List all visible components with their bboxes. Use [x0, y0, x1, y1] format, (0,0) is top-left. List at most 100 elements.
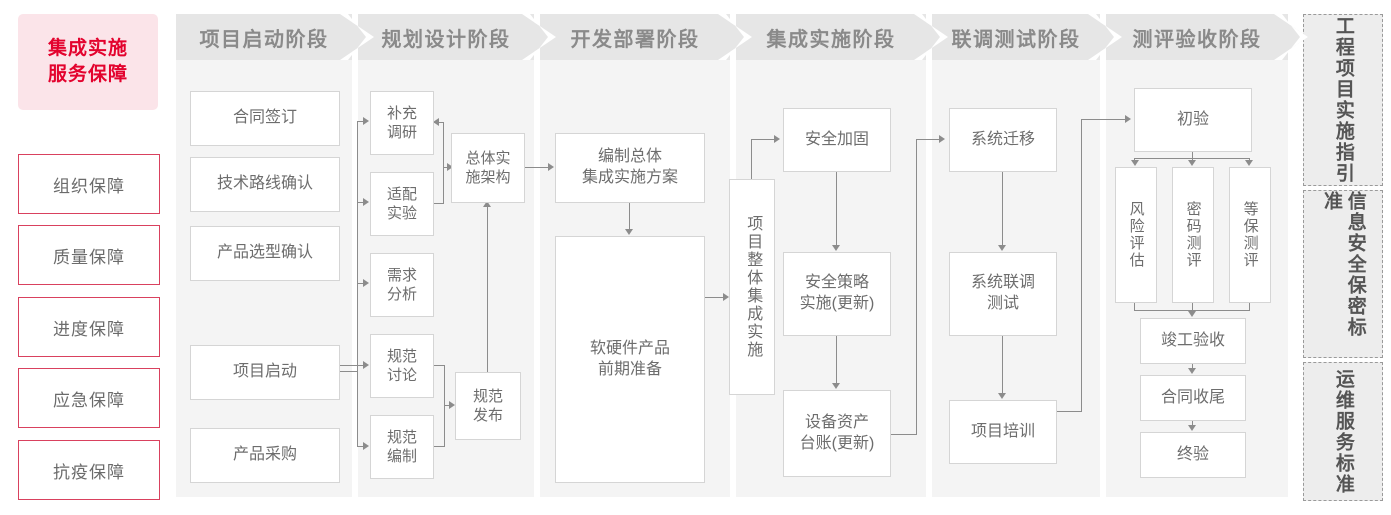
arrow-to-survey: [363, 117, 369, 125]
node-project-training[interactable]: 项目培训: [949, 400, 1057, 464]
arrow-to-survey-back: [433, 118, 439, 126]
connector-harden-to-policy: [836, 170, 837, 246]
arrow-to-completion-acceptance: [1188, 311, 1196, 317]
node-security-policy-impl[interactable]: 安全策略 实施(更新): [783, 252, 891, 336]
node-mlps-evaluation[interactable]: 等保测评: [1229, 167, 1271, 303]
node-project-kickoff[interactable]: 项目启动: [190, 345, 340, 400]
node-overall-architecture[interactable]: 总体实 施架构: [451, 133, 525, 203]
connector-prep-to-overall: [703, 297, 725, 298]
guarantee-item-organization[interactable]: 组织保障: [18, 154, 160, 214]
arrow-to-system-migration: [939, 135, 945, 143]
node-system-joint-test[interactable]: 系统联调 测试: [949, 252, 1057, 336]
node-spec-publication-line1: 规范: [472, 387, 503, 405]
connector-training-right: [1055, 411, 1082, 412]
node-overall-project-integration[interactable]: 项目整体集成实施: [729, 179, 775, 395]
node-hw-sw-preparation-line2: 前期准备: [597, 360, 662, 378]
node-overall-architecture-line2: 施架构: [465, 169, 511, 186]
standard-infosec-confidentiality[interactable]: 信息安全保密标准: [1303, 190, 1383, 358]
arrow-to-adapt: [363, 198, 369, 206]
node-crypto-evaluation[interactable]: 密码测评: [1172, 167, 1214, 303]
connector-completion-to-closure: [1192, 362, 1193, 368]
arrow-to-specdisc: [363, 361, 369, 369]
node-asset-ledger-line2: 台账(更新): [799, 434, 875, 452]
phase-header-5: 联调测试阶段: [932, 14, 1100, 60]
arrow-to-specdraft: [363, 442, 369, 450]
connector-specpub-up: [487, 207, 488, 373]
connector-branch-specdisc: [338, 365, 364, 366]
node-product-selection[interactable]: 产品选型确认: [190, 226, 340, 281]
connector-asset-to-migration: [916, 139, 940, 140]
connector-overall-right: [751, 139, 775, 140]
node-system-joint-test-line1: 系统联调: [970, 274, 1035, 292]
node-product-purchase[interactable]: 产品采购: [190, 428, 340, 483]
arrow-to-mlps-evaluation: [1245, 160, 1253, 166]
connector-asset-up: [916, 139, 917, 435]
node-overall-integration-plan-line2: 集成实施方案: [581, 169, 678, 186]
guarantee-item-quality[interactable]: 质量保障: [18, 225, 160, 285]
connector-policy-to-asset: [836, 334, 837, 384]
node-security-policy-impl-line1: 安全策略: [804, 274, 869, 292]
connector-kickoff-out: [338, 371, 358, 372]
arrow-to-initial-acceptance: [1125, 115, 1131, 123]
node-final-acceptance[interactable]: 终验: [1140, 432, 1246, 478]
node-spec-discussion-line2: 讨论: [386, 367, 417, 384]
arrow-to-security-hardening: [774, 135, 780, 143]
guarantee-title-line2: 服务保障: [47, 64, 128, 85]
node-contract-signing[interactable]: 合同签订: [190, 91, 340, 146]
connector-merge-specpub-out: [444, 405, 451, 406]
node-spec-publication[interactable]: 规范 发布: [455, 372, 521, 440]
node-system-migration[interactable]: 系统迁移: [949, 108, 1057, 172]
arrow-to-security-policy: [832, 245, 840, 251]
phase-header-2: 规划设计阶段: [358, 14, 534, 60]
node-security-policy-impl-line2: 实施(更新): [799, 295, 875, 312]
connector-branch-adapt: [357, 202, 364, 203]
node-adaptation-test-line1: 适配: [386, 185, 417, 203]
standard-ops-service[interactable]: 运维服务标准: [1303, 362, 1383, 501]
node-asset-ledger[interactable]: 设备资产 台账(更新): [783, 390, 891, 477]
arrow-to-contract-closure: [1188, 368, 1196, 374]
node-initial-acceptance[interactable]: 初验: [1134, 88, 1252, 152]
connector-adapt-right: [432, 203, 444, 204]
guarantee-item-emergency[interactable]: 应急保障: [18, 368, 160, 428]
node-adaptation-test[interactable]: 适配 实验: [370, 172, 434, 236]
node-requirement-analysis[interactable]: 需求 分析: [370, 253, 434, 317]
guarantee-item-epidemic[interactable]: 抗疫保障: [18, 440, 160, 500]
connector-risk-down: [1134, 301, 1135, 311]
node-security-hardening[interactable]: 安全加固: [783, 108, 891, 172]
connector-merge-arch: [443, 122, 444, 204]
phase-header-1: 项目启动阶段: [176, 14, 352, 60]
connector-arch-to-plan: [523, 167, 549, 168]
node-overall-integration-plan[interactable]: 编制总体 集成实施方案: [555, 133, 705, 203]
node-supplementary-survey-line1: 补充: [386, 104, 417, 122]
arrow-to-architecture: [447, 163, 453, 171]
guarantee-item-schedule[interactable]: 进度保障: [18, 297, 160, 357]
connector-specdraft-right: [432, 446, 445, 447]
node-spec-drafting[interactable]: 规范 编制: [370, 415, 434, 479]
node-spec-discussion[interactable]: 规范 讨论: [370, 334, 434, 398]
node-risk-assessment[interactable]: 风险评估: [1115, 167, 1157, 303]
node-supplementary-survey-line2: 调研: [386, 124, 417, 141]
node-requirement-analysis-line2: 分析: [386, 286, 417, 303]
connector-migration-to-jointtest: [1002, 170, 1003, 246]
connector-crypto-down: [1192, 301, 1193, 311]
connector-mlps-down: [1249, 301, 1250, 311]
arrow-to-project-training: [998, 393, 1006, 399]
connector-merge-arch-out: [443, 167, 449, 168]
arrow-to-final-acceptance: [1188, 425, 1196, 431]
standard-engineering-guideline[interactable]: 工程项目实施指引: [1303, 14, 1383, 186]
phase-header-3: 开发部署阶段: [540, 14, 730, 60]
node-supplementary-survey[interactable]: 补充 调研: [370, 91, 434, 155]
node-spec-drafting-line1: 规范: [386, 428, 417, 446]
node-tech-route-confirm[interactable]: 技术路线确认: [190, 157, 340, 212]
node-contract-closure[interactable]: 合同收尾: [1140, 375, 1246, 421]
node-hw-sw-preparation[interactable]: 软硬件产品 前期准备: [555, 236, 705, 483]
connector-training-to-initial: [1081, 119, 1126, 120]
connector-branch-survey: [357, 121, 364, 122]
phase-header-6: 测评验收阶段: [1106, 14, 1288, 60]
arrow-down-to-preparation: [625, 229, 633, 235]
arrow-to-integration-plan: [548, 163, 554, 171]
arrow-to-joint-test: [998, 245, 1006, 251]
node-completion-acceptance[interactable]: 竣工验收: [1140, 318, 1246, 364]
guarantee-title-line1: 集成实施: [47, 38, 128, 60]
connector-jointtest-to-training: [1002, 334, 1003, 394]
